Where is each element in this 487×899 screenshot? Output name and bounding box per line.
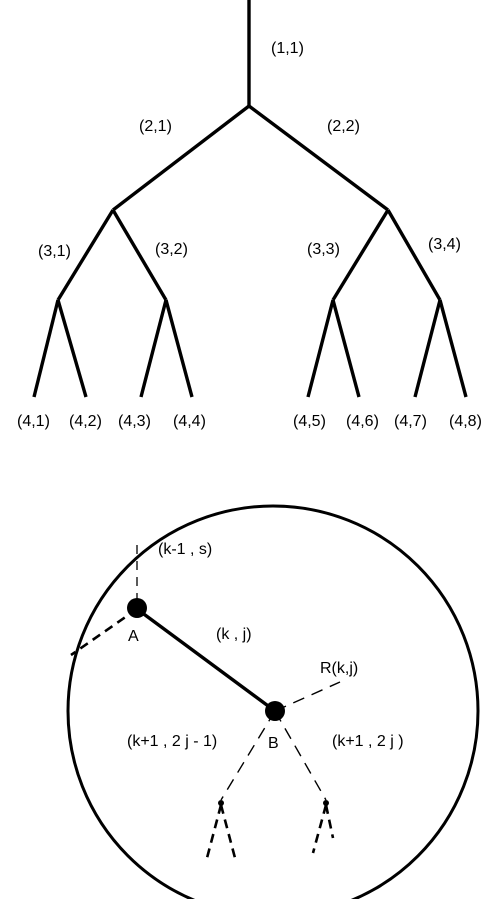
left-grandchild-node <box>218 800 224 806</box>
leaf-label-4-4: (4,4) <box>173 413 206 430</box>
edge-3-2 <box>111 209 168 301</box>
edge-label-3-3: (3,3) <box>307 241 340 258</box>
edge-4-6 <box>331 299 361 398</box>
leaf-label-4-8: (4,8) <box>449 413 482 430</box>
leaf-label-4-7: (4,7) <box>394 413 427 430</box>
edge-3-4 <box>386 209 442 301</box>
leaf-label-4-6: (4,6) <box>346 413 379 430</box>
edge-4-1 <box>32 299 60 398</box>
edge-3-3 <box>331 209 390 301</box>
left-child-edge-dashed <box>220 710 276 801</box>
edge-2-1 <box>111 104 251 212</box>
edge-4-2 <box>56 299 88 398</box>
edge-4-3 <box>139 299 168 398</box>
node-a-label: A <box>128 628 139 645</box>
parent-edge-label: (k-1 , s) <box>158 541 212 558</box>
detail-view: (k-1 , s) A (k , j) R(k,j) (k+1 , 2 j - … <box>66 504 480 899</box>
left-grandchild-edge-2 <box>219 804 237 859</box>
node-b-label: B <box>268 735 279 752</box>
edge-4-5 <box>306 299 335 398</box>
edge-label-3-2: (3,2) <box>155 241 188 258</box>
right-grandchild-edge-1 <box>311 804 328 854</box>
region-label: R(k,j) <box>320 660 358 677</box>
edge-label-2-2: (2,2) <box>327 118 360 135</box>
edge-a-b <box>135 607 277 713</box>
region-circle <box>66 504 480 899</box>
right-child-edge-dashed <box>274 710 327 801</box>
edge-label-3-1: (3,1) <box>38 243 71 260</box>
leaf-label-4-2: (4,2) <box>69 413 102 430</box>
node-b <box>265 701 285 721</box>
edge-3-1 <box>56 209 115 301</box>
edge-4-4 <box>164 299 194 398</box>
edge-4-8 <box>438 299 468 398</box>
left-child-label: (k+1 , 2 j - 1) <box>127 733 217 750</box>
edge-label-2-1: (2,1) <box>139 118 172 135</box>
left-grandchild-edge-1 <box>205 804 223 859</box>
edge-4-7 <box>413 299 442 398</box>
right-grandchild-edge-2 <box>324 804 335 839</box>
right-grandchild-node <box>323 800 329 806</box>
leaf-label-4-5: (4,5) <box>293 413 326 430</box>
right-child-label: (k+1 , 2 j ) <box>332 733 404 750</box>
edge-2-2 <box>247 104 390 212</box>
sibling-edge-dashed <box>70 607 138 657</box>
edge-label-1-1: (1,1) <box>271 40 304 57</box>
binary-tree: (1,1) (2,1) (2,2) (3,1) (3,2) (3,3) (3,4… <box>17 0 482 430</box>
edge-label-3-4: (3,4) <box>428 236 461 253</box>
leaf-label-4-3: (4,3) <box>118 413 151 430</box>
leaf-label-4-1: (4,1) <box>17 413 50 430</box>
node-a <box>127 598 147 618</box>
region-pointer-dashed <box>274 681 341 712</box>
edge-a-b-label: (k , j) <box>216 626 252 643</box>
